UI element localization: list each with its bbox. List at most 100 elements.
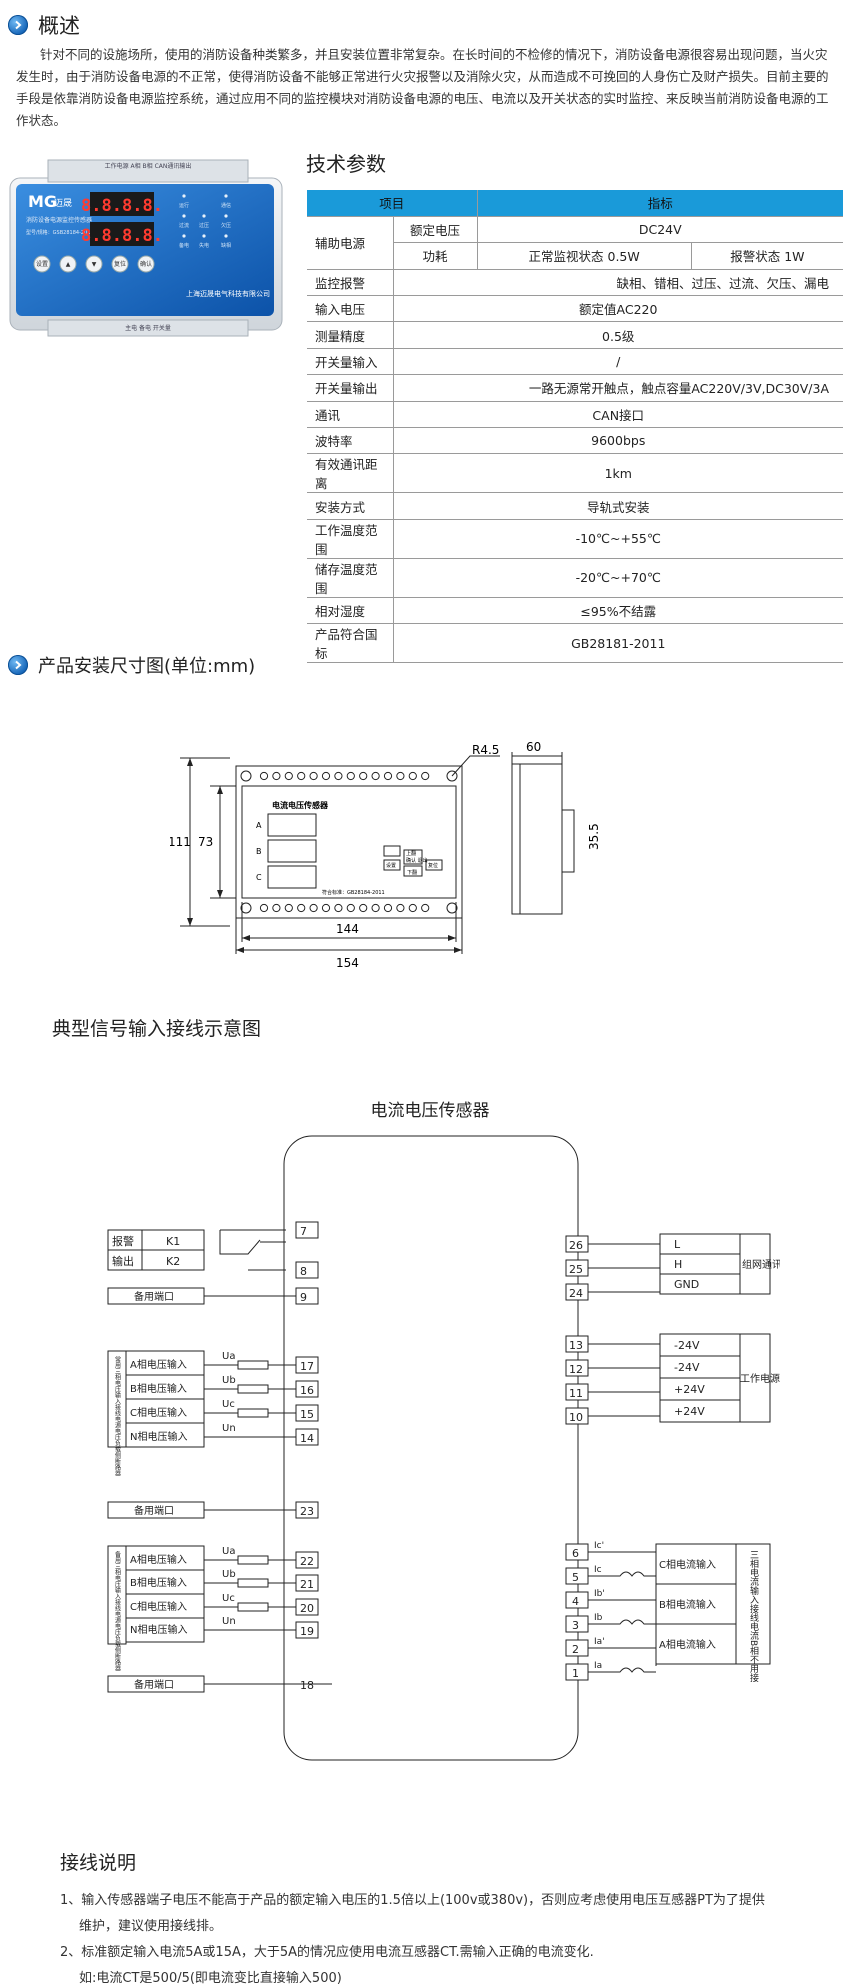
spec-row-value: ≤95%不结露 (393, 597, 843, 625)
dim-width-outer: 154 (336, 956, 359, 970)
device-status-label: 失电 (199, 242, 209, 249)
specs-title: 技术参数 (306, 152, 386, 176)
spec-normal-power: 正常监视状态 0.5W (477, 242, 692, 270)
wiring-pwr-title: 工作电源 (740, 1372, 780, 1385)
wiring-title: 典型信号输入接线示意图 (52, 1018, 262, 1040)
wiring-output: 输出 (112, 1254, 134, 1268)
device-photo: 工作电源 A相 B相 CAN通讯输出 主电 备电 开关量 MG 迈晟 消防设备电… (9, 159, 283, 337)
wiring-pin: 16 (300, 1384, 314, 1397)
wiring-c-in: C相电压输入 (130, 1406, 187, 1419)
spec-row-label: 储存温度范围 (307, 558, 394, 598)
wiring-ia1: Ia' (594, 1637, 605, 1647)
terminal-screw (272, 771, 281, 781)
note-1a: 1、输入传感器端子电压不能高于产品的额定输入电压的1.5倍以上(100v或380… (60, 1893, 765, 1908)
wiring-diagram: 电流电压传感器 报警 输出 K1 K2 备用端口 备用端口 备用端口 7 8 9… (107, 1101, 780, 1761)
wiring-pin: 7 (300, 1225, 307, 1238)
dim-btn-down: 下翻 (407, 869, 417, 876)
wiring-c-in: C相电压输入 (130, 1600, 187, 1613)
device-status-label: 过流 (179, 222, 189, 229)
wiring-spare: 备用端口 (134, 1678, 174, 1691)
spec-row-value: 缺相、错相、过压、过流、欠压、漏电 (393, 269, 843, 297)
device-logo: 迈晟 (54, 198, 72, 209)
wiring-pin: 24 (569, 1287, 583, 1300)
wiring-pin: 2 (572, 1643, 579, 1656)
device-company: 上海迈晟电气科技有限公司 (186, 289, 270, 298)
wiring-net-label: L (674, 1238, 681, 1251)
wiring-pin: 17 (300, 1360, 314, 1373)
spec-row-label: 有效通讯距离 (307, 453, 394, 494)
device-key-label: 设置 (36, 260, 48, 268)
wiring-ia: Ia (594, 1661, 602, 1671)
terminal-screw (297, 903, 306, 913)
dim-panel-title: 电流电压传感器 (272, 800, 329, 810)
device-top-labels: 工作电源 A相 B相 CAN通讯输出 (105, 162, 192, 170)
wiring-ct-title: 三相电流输入接线电流B相不用接 (748, 1550, 759, 1683)
spec-rated-voltage-value: DC24V (477, 216, 843, 244)
spec-row-label: 开关量输出 (307, 374, 394, 402)
note-2b: 如:电流CT是500/5(即电流变比直接输入500) (79, 1971, 342, 1984)
dim-height-inner: 73 (198, 835, 213, 849)
wiring-group2-side: 备用三相电压输入接线电源电压负载侧断路器 (114, 1550, 121, 1672)
wiring-b-in: B相电压输入 (130, 1576, 187, 1589)
device-key-label: 复位 (114, 260, 126, 268)
wiring-pin: 5 (572, 1571, 579, 1584)
wiring-a-in: A相电压输入 (130, 1553, 187, 1566)
spec-col-item: 项目 (307, 190, 478, 217)
chevron-right-icon (8, 15, 28, 35)
spec-row-value: / (393, 348, 843, 376)
overview-paragraph: 针对不同的设施场所，使用的消防设备种类繁多，并且安装位置非常复杂。在长时间的不检… (16, 47, 829, 128)
wiring-net-title: 组网通讯 (742, 1258, 780, 1271)
device-display-bottom: 8.8.8.8. (81, 226, 163, 246)
terminal-screw (371, 903, 380, 913)
wiring-pin: 26 (569, 1239, 583, 1252)
wiring-ib1: Ib' (594, 1589, 605, 1599)
wiring-pin: 12 (569, 1363, 583, 1376)
dim-btn-confirm: 确认 退出 (406, 857, 428, 864)
wiring-ua: Ua (222, 1351, 235, 1362)
spec-aux-power-label: 辅助电源 (307, 216, 394, 270)
wiring-ub: Ub (222, 1375, 236, 1386)
spec-row-label: 相对湿度 (307, 597, 394, 625)
spec-row-label: 产品符合国标 (307, 623, 394, 664)
device-bottom-labels: 主电 备电 开关量 (125, 324, 171, 332)
dim-btn-up: 上翻 (406, 850, 416, 857)
device-status-label: 欠压 (221, 222, 231, 229)
terminal-screw (371, 771, 380, 781)
wiring-notes: 1、输入传感器端子电压不能高于产品的额定输入电压的1.5倍以上(100v或380… (60, 1888, 820, 1984)
wiring-pwr-label: -24V (674, 1361, 700, 1374)
terminal-screw (396, 903, 405, 913)
spec-row-value: CAN接口 (393, 401, 843, 429)
wiring-pin: 6 (572, 1547, 579, 1560)
overview-title: 概述 (38, 14, 80, 38)
note-2a: 2、标准额定输入电流5A或15A，大于5A的情况应使用电流互感器CT.需输入正确… (60, 1945, 594, 1960)
wiring-n-in: N相电压输入 (130, 1430, 187, 1443)
wiring-pin: 1 (572, 1667, 579, 1680)
wiring-un: Un (222, 1616, 236, 1627)
terminal-screw (297, 771, 306, 781)
device-status-label: 过压 (199, 222, 209, 229)
wiring-ua: Ua (222, 1546, 235, 1557)
device-model-line: 消防设备电源监控传感器 (26, 216, 92, 224)
terminal-screw (321, 903, 331, 913)
spec-alarm-power: 报警状态 1W (691, 242, 843, 270)
wiring-uc: Uc (222, 1593, 235, 1604)
terminal-screw (346, 903, 355, 913)
wiring-pin: 20 (300, 1602, 314, 1615)
wiring-pin: 22 (300, 1555, 314, 1568)
spec-row-label: 工作温度范围 (307, 519, 394, 559)
dimensions-header: 产品安装尺寸图(单位:mm) (8, 652, 255, 678)
spec-row-value: GB28181-2011 (393, 623, 843, 664)
overview-header: 概述 (8, 10, 80, 40)
terminal-screw (383, 903, 393, 913)
wiring-un: Un (222, 1423, 236, 1434)
spec-row-value: 9600bps (393, 427, 843, 455)
terminal-screw (259, 771, 269, 781)
spec-table: 项目 指标 辅助电源 额定电压 DC24V 功耗 正常监视状态 0.5W 报警状… (307, 190, 843, 664)
terminal-screw (421, 903, 430, 913)
device-logo-mark: MG (28, 192, 57, 211)
wiring-alarm: 报警 (112, 1234, 134, 1248)
dim-rail: 35.5 (587, 823, 601, 850)
dim-row-a: A (256, 821, 262, 830)
terminal-screw (396, 771, 405, 781)
wiring-n-in: N相电压输入 (130, 1623, 187, 1636)
